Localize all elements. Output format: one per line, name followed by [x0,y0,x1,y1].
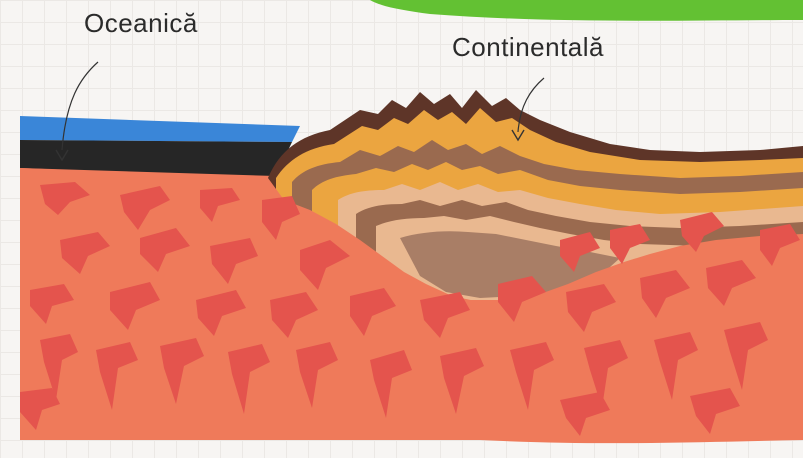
oceanic-crust-label: Oceanică [84,8,198,39]
ocean-water-layer [20,116,300,142]
green-header-band [370,0,803,21]
continental-crust-label: Continentală [452,32,604,63]
